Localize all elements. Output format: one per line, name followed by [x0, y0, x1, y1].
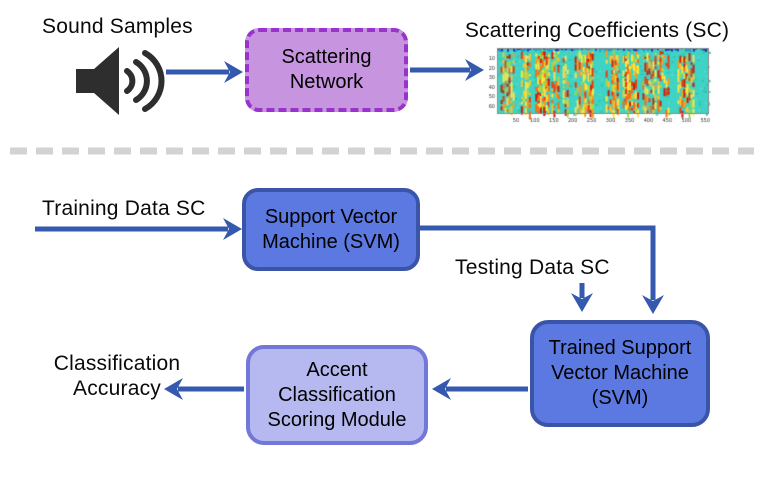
trained-svm-box: Trained Support Vector Machine (SVM) [530, 320, 710, 427]
svm-box: Support Vector Machine (SVM) [242, 188, 420, 271]
classification-accuracy-label: Classification Accuracy [53, 352, 181, 400]
speaker-icon [76, 47, 165, 115]
scattering-coefficients-title: Scattering Coefficients (SC) [464, 19, 730, 42]
spectrogram-image [481, 42, 717, 126]
training-data-label: Training Data SC [42, 197, 206, 220]
sound-samples-label: Sound Samples [42, 15, 193, 38]
scattering-network-box: Scattering Network [245, 28, 408, 112]
spectrogram-figure [481, 42, 717, 131]
accent-scoring-module-box: Accent Classification Scoring Module [246, 345, 428, 445]
testing-data-label: Testing Data SC [455, 256, 610, 279]
